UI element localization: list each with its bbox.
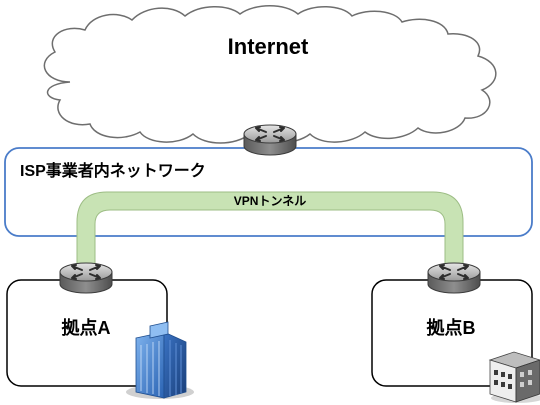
router-icon xyxy=(427,262,481,294)
router-icon xyxy=(59,262,113,294)
site-b-label: 拠点B xyxy=(427,317,476,338)
small-building-icon xyxy=(488,351,540,403)
vpn-tunnel-label: VPNトンネル xyxy=(234,194,306,208)
internet-label: Internet xyxy=(228,34,309,59)
router-icon xyxy=(243,124,297,156)
isp-network-label: ISP事業者内ネットワーク xyxy=(20,161,206,180)
office-tower-icon xyxy=(126,321,194,399)
site-a-label: 拠点A xyxy=(62,317,111,338)
internet-cloud xyxy=(43,5,497,144)
